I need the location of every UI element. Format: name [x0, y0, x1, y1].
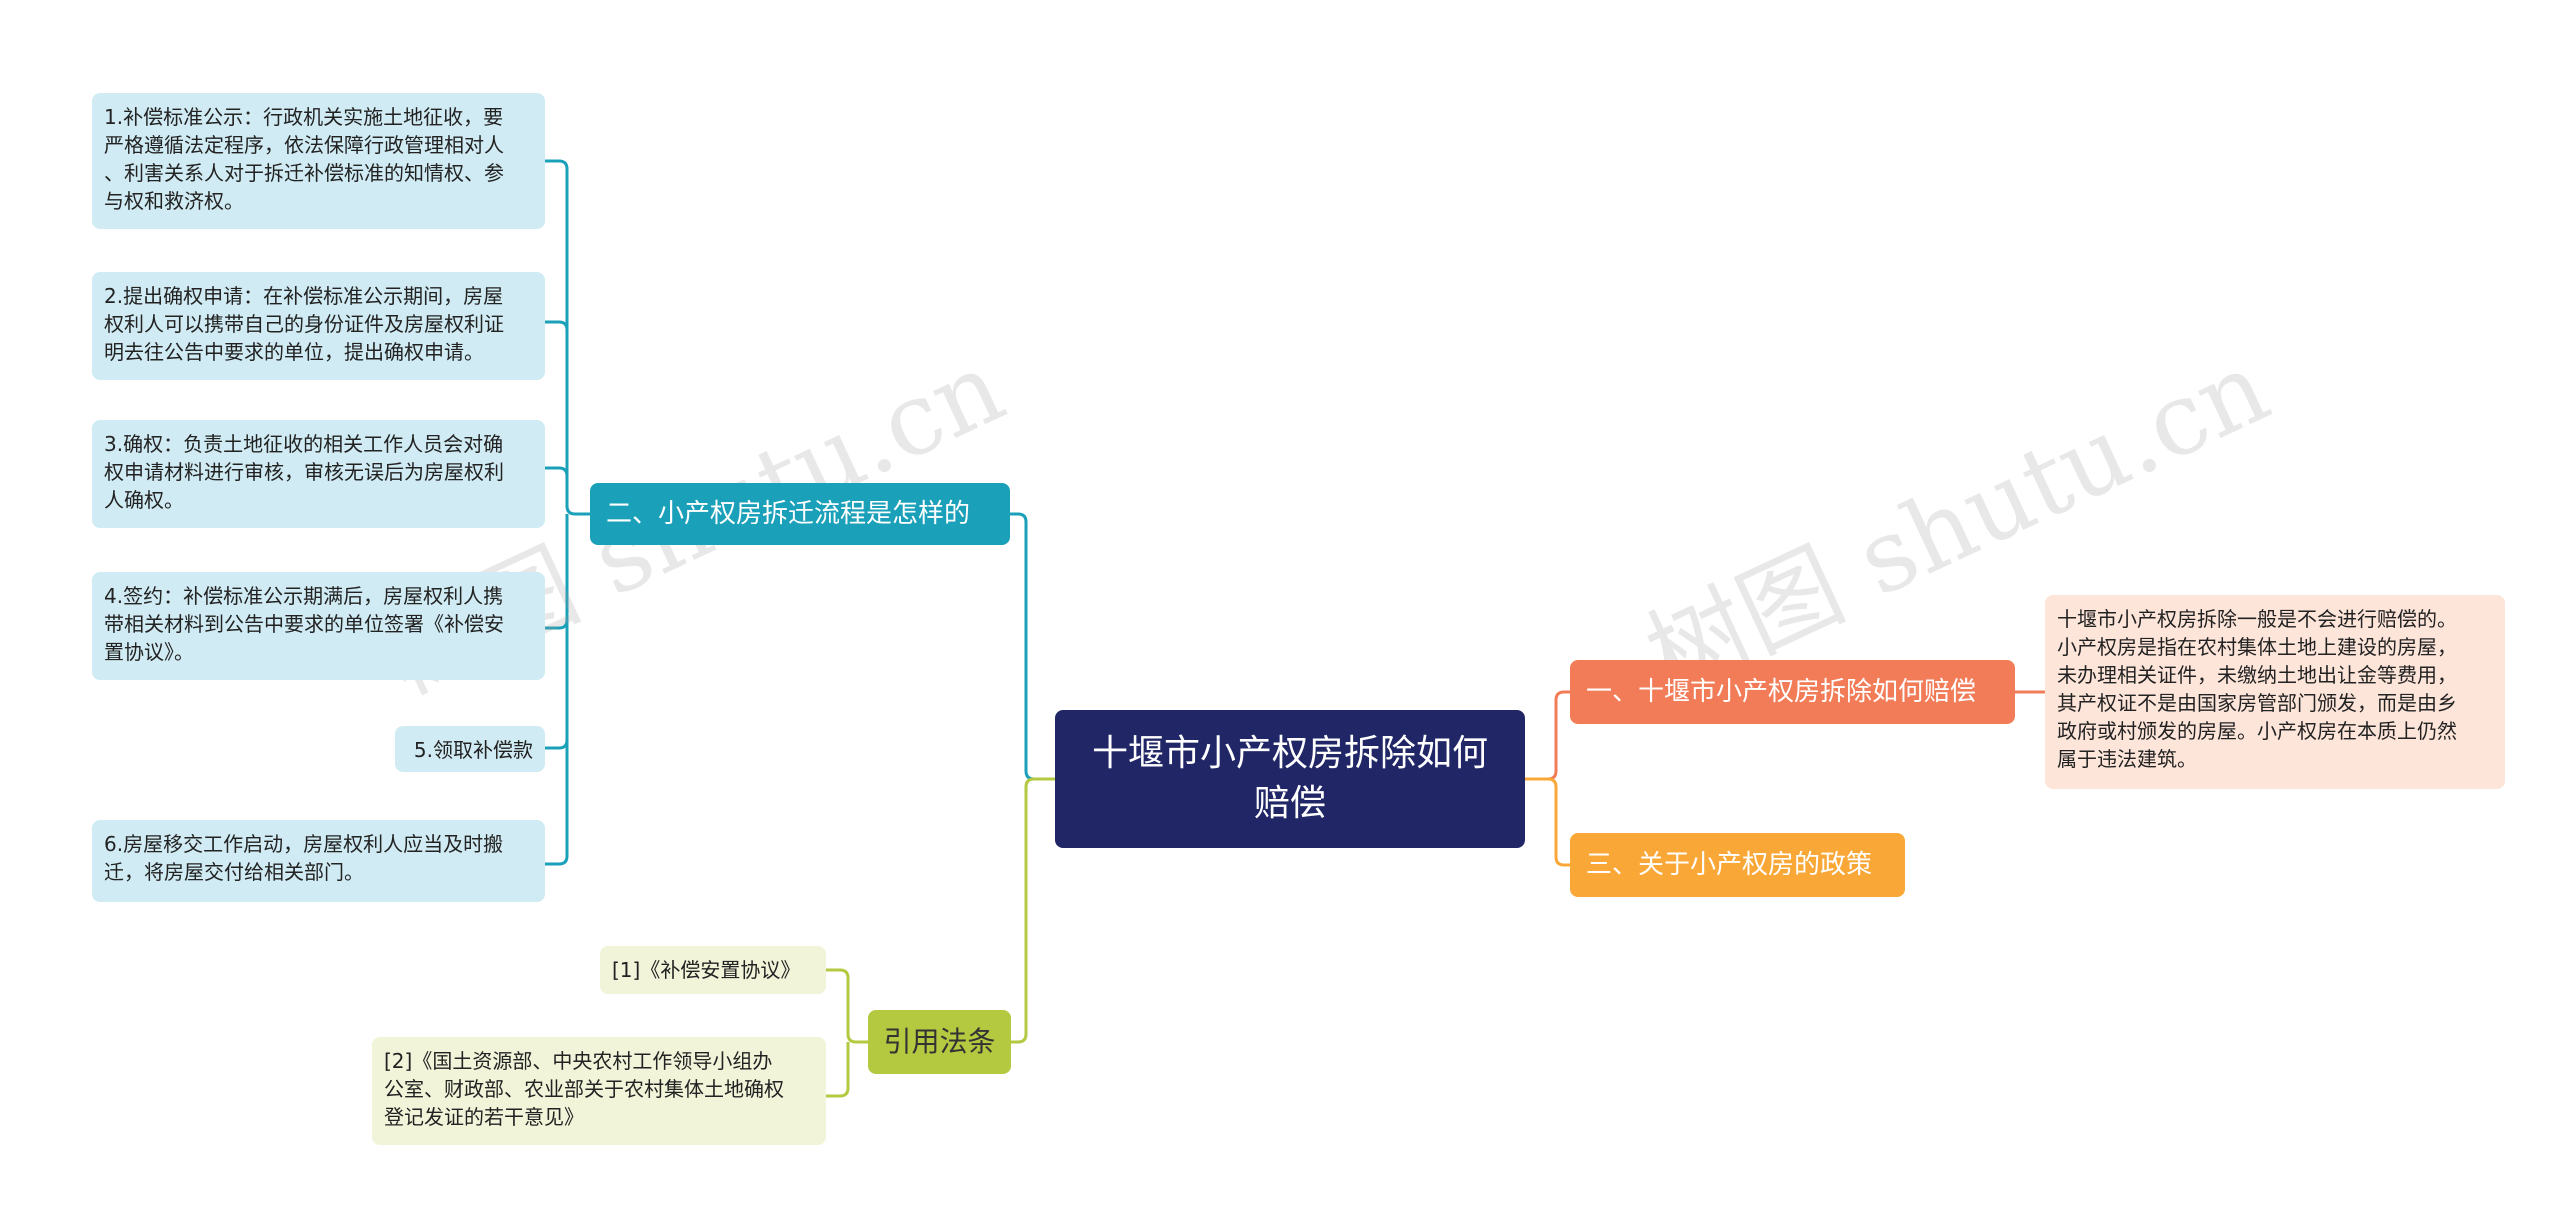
connector-step-1: [545, 159, 590, 516]
compensation-detail-node[interactable]: 十堰市小产权房拆除一般是不会进行赔偿的。 小产权房是指在农村集体土地上建设的房屋…: [2045, 595, 2505, 789]
branch-process[interactable]: 二、小产权房拆迁流程是怎样的: [590, 483, 1010, 545]
branch-policy[interactable]: 三、关于小产权房的政策: [1570, 833, 1905, 897]
process-step-node[interactable]: 5.领取补偿款: [395, 726, 545, 772]
branch-compensation[interactable]: 一、十堰市小产权房拆除如何赔偿: [1570, 660, 2015, 724]
citation-node[interactable]: [1]《补偿安置协议》: [600, 946, 826, 994]
connector-step-6: [545, 740, 569, 866]
connector-root-compensation: [1525, 690, 1570, 781]
branch-citations[interactable]: 引用法条: [868, 1010, 1011, 1074]
connector-citation-1: [826, 968, 868, 1044]
connector-citation-2: [826, 1042, 850, 1098]
process-step-node[interactable]: 2.提出确权申请：在补偿标准公示期间，房屋 权利人可以携带自己的身份证件及房屋权…: [92, 272, 545, 380]
connector-root-citations: [1011, 777, 1055, 1044]
process-step-node[interactable]: 1.补偿标准公示：行政机关实施土地征收，要 严格遵循法定程序，依法保障行政管理相…: [92, 93, 545, 229]
process-step-node[interactable]: 6.房屋移交工作启动，房屋权利人应当及时搬 迁，将房屋交付给相关部门。: [92, 820, 545, 902]
process-step-node[interactable]: 4.签约：补偿标准公示期满后，房屋权利人携 带相关材料到公告中要求的单位签署《补…: [92, 572, 545, 680]
process-step-node[interactable]: 3.确权：负责土地征收的相关工作人员会对确 权申请材料进行审核，审核无误后为房屋…: [92, 420, 545, 528]
root-node[interactable]: 十堰市小产权房拆除如何 赔偿: [1055, 710, 1525, 848]
connector-root-process: [1010, 512, 1055, 781]
citation-node[interactable]: [2]《国土资源部、中央农村工作领导小组办 公室、财政部、农业部关于农村集体土地…: [372, 1037, 826, 1145]
connector-root-policy: [1525, 777, 1570, 867]
connector-step-2: [545, 320, 569, 331]
connector-step-3: [545, 466, 569, 477]
